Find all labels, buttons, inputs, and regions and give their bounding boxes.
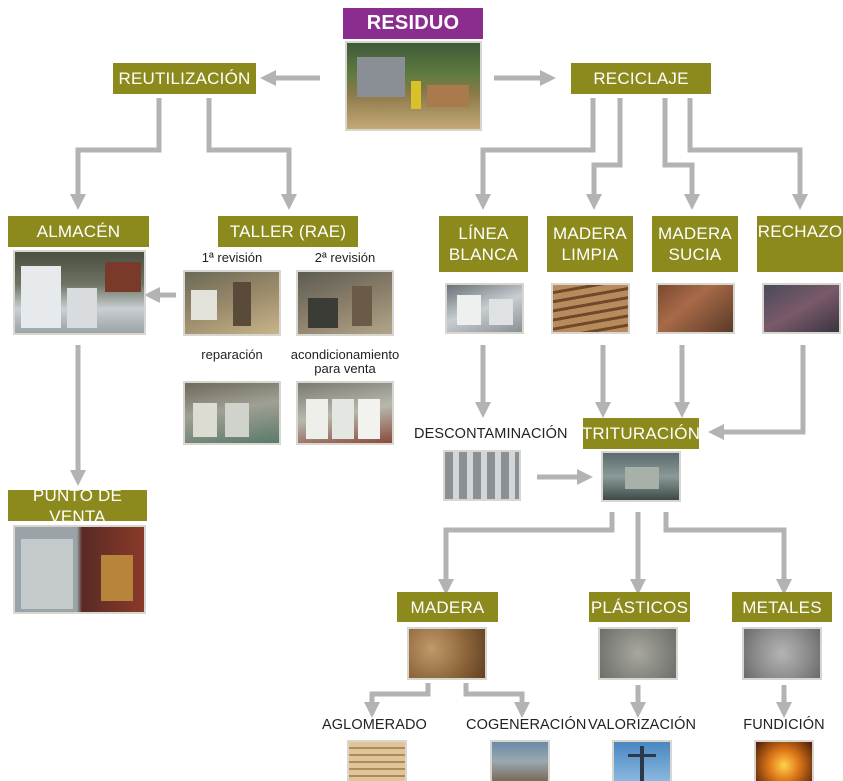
photo-fundicion — [754, 740, 814, 781]
arrow-reciclaje-madera-limpia — [585, 98, 623, 211]
box-residuo: RESIDUO — [343, 8, 483, 39]
photo-revision1 — [183, 270, 281, 336]
photo-trituracion — [601, 451, 681, 502]
photo-aglomerado — [347, 740, 407, 781]
label-valorizacion: VALORIZACIÓN — [588, 717, 697, 733]
photo-rechazo — [762, 283, 841, 334]
arrow-rechazo-trituracion — [707, 345, 806, 441]
photo-acondicionamiento — [296, 381, 394, 445]
box-rechazo: RECHAZO — [757, 216, 843, 272]
arrow-trituracion-metales — [663, 512, 793, 596]
label-cogeneracion: COGENERACIÓN — [466, 717, 587, 733]
arrow-reciclaje-linea-blanca — [474, 98, 596, 211]
photo-valorizacion — [612, 740, 672, 781]
box-punto-venta: PUNTO DE VENTA — [8, 486, 147, 526]
box-trituracion: TRITURACIÓN — [582, 418, 700, 449]
arrow-trituracion-madera — [437, 512, 615, 596]
photo-madera-sucia — [656, 283, 735, 334]
label-descontaminacion: DESCONTAMINACIÓN — [414, 426, 568, 442]
label-primera-revision: 1ª revisión — [201, 250, 263, 265]
label-segunda-revision: 2ª revisión — [314, 250, 376, 265]
arrow-madera-aglomerado — [363, 683, 431, 719]
box-reutilizacion: REUTILIZACIÓN — [113, 63, 256, 94]
box-madera-limpia: MADERA LIMPIA — [547, 216, 633, 272]
box-metales: METALES — [732, 592, 832, 622]
arrow-reciclaje-madera-sucia — [662, 98, 701, 211]
photo-madera — [407, 627, 487, 680]
photo-metales — [742, 627, 822, 680]
label-aglomerado: AGLOMERADO — [322, 717, 427, 733]
box-linea-blanca: LÍNEA BLANCA — [439, 216, 528, 272]
arrow-reutilizacion-taller — [206, 98, 298, 211]
label-acondicionamiento: acondicionamiento para venta — [290, 347, 400, 376]
photo-madera-limpia — [551, 283, 630, 334]
label-reparacion: reparación — [201, 347, 263, 362]
photo-cogeneracion — [490, 740, 550, 781]
photo-plasticos — [598, 627, 678, 680]
box-madera: MADERA — [397, 592, 498, 622]
box-madera-sucia: MADERA SUCIA — [652, 216, 738, 272]
arrow-madera-cogeneracion — [463, 683, 531, 719]
arrow-reutilizacion-almacen — [69, 98, 162, 211]
box-almacen: ALMACÉN — [8, 216, 149, 247]
photo-descontaminacion — [443, 450, 521, 501]
photo-revision2 — [296, 270, 394, 336]
arrow-reciclaje-rechazo — [687, 98, 809, 211]
box-taller: TALLER (RAE) — [218, 216, 358, 247]
photo-punto-venta — [13, 525, 146, 614]
photo-reparacion — [183, 381, 281, 445]
box-reciclaje: RECICLAJE — [571, 63, 711, 94]
photo-residuo — [345, 41, 482, 131]
photo-almacen — [13, 250, 146, 335]
box-plasticos: PLÁSTICOS — [589, 592, 690, 622]
label-fundicion: FUNDICIÓN — [743, 717, 825, 733]
photo-linea-blanca — [445, 283, 524, 334]
